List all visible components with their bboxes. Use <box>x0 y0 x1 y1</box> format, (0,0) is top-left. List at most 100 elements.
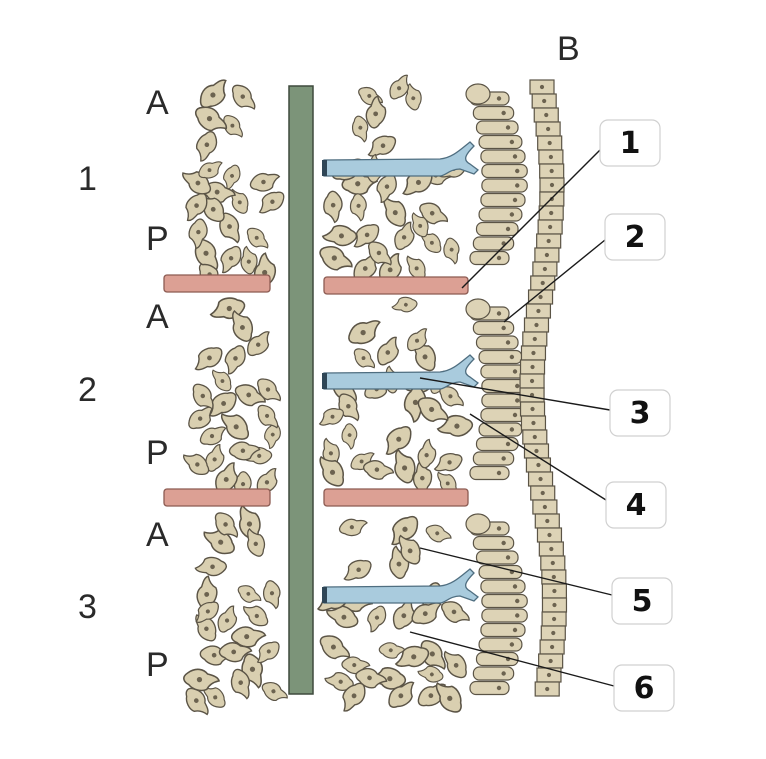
mesenchyme-cell <box>324 672 354 691</box>
epithelial-cell <box>537 135 563 151</box>
mesenchyme-cell <box>224 345 246 375</box>
epithelial-cell <box>519 359 546 375</box>
epithelial-cell <box>525 457 552 473</box>
mesenchyme-cell <box>367 135 397 157</box>
mesenchyme-cell <box>411 212 429 238</box>
mesenchyme-cell <box>220 245 242 274</box>
segment-number-3: 3 <box>78 588 97 626</box>
callout-badges: 1 2 3 4 5 6 <box>599 119 675 712</box>
leader-line-3 <box>419 377 611 411</box>
ganglion-cell <box>480 192 526 208</box>
mesenchyme-cell <box>228 441 261 461</box>
ganglion-cap <box>465 513 491 535</box>
mesenchyme-cell <box>398 534 421 565</box>
mesenchyme-cell <box>188 406 214 430</box>
posterior-label-2: P <box>146 434 169 472</box>
mesenchyme-cell <box>258 191 285 214</box>
ganglion-cell <box>481 608 528 623</box>
mesenchyme-cell <box>194 347 223 371</box>
ganglion-cell <box>469 680 510 696</box>
mesenchyme-cell <box>363 460 395 480</box>
mesenchyme-cell <box>264 423 281 450</box>
ganglion-cell <box>480 364 526 379</box>
ganglion-column-2 <box>465 298 528 481</box>
mesenchyme-cell <box>439 386 464 407</box>
ganglion-cell <box>480 622 526 638</box>
mesenchyme-cell <box>355 667 388 689</box>
mesenchyme-cell <box>323 190 343 224</box>
mesenchyme-cell <box>319 455 344 487</box>
mesenchyme-cell <box>338 393 360 422</box>
mesenchyme-cell <box>341 423 358 450</box>
epithelial-cell <box>519 401 546 417</box>
mesenchyme-cell <box>205 443 225 472</box>
mesenchyme-cell <box>376 173 397 204</box>
epithelial-cell <box>536 233 562 249</box>
artery-left-2 <box>163 488 271 507</box>
artery-left-1 <box>163 274 271 293</box>
mesenchyme-cell <box>322 437 340 466</box>
epithelial-cell <box>538 205 564 221</box>
epithelial-cell <box>541 583 567 599</box>
mesenchyme-cell <box>232 310 254 342</box>
mesenchyme-cell <box>243 605 269 627</box>
ganglion-cell <box>475 436 519 452</box>
mesenchyme-cell <box>240 245 258 275</box>
mesenchyme-cell <box>321 224 358 247</box>
mesenchyme-cell <box>343 559 372 581</box>
ganglion-column-1 <box>465 83 528 266</box>
segment-number-2: 2 <box>78 371 97 409</box>
mesenchyme-cell <box>419 202 449 225</box>
mesenchyme-cell <box>247 528 266 557</box>
mesenchyme-cell <box>326 605 359 629</box>
mesenchyme-cell <box>257 378 281 402</box>
callout-6-text: 6 <box>634 671 655 706</box>
mesenchyme-cell <box>202 686 226 708</box>
mesenchyme-cell <box>348 320 381 345</box>
ganglion-cell <box>475 550 519 565</box>
epithelial-cell <box>534 681 560 697</box>
callout-1-text: 1 <box>620 126 641 161</box>
mesenchyme-cell <box>394 221 415 251</box>
callout-2: 2 <box>604 213 666 261</box>
anterior-label-3: A <box>146 516 169 554</box>
mesenchyme-cell <box>217 605 238 633</box>
mesenchyme-cell <box>185 192 208 222</box>
mesenchyme-cell <box>417 665 444 683</box>
epithelial-cell <box>538 541 564 557</box>
mesenchyme-cell <box>199 426 227 446</box>
mesenchyme-cell <box>247 331 270 357</box>
mesenchyme-cell <box>383 196 407 227</box>
epithelial-cell <box>533 107 559 123</box>
ganglion-cell <box>469 465 510 481</box>
epithelial-cell <box>536 667 562 683</box>
epithelial-cell <box>527 289 554 305</box>
ganglion-cell <box>478 134 523 150</box>
epithelial-cell <box>522 331 548 347</box>
epithelial-cell <box>522 429 548 445</box>
ganglion-column-3 <box>465 513 528 696</box>
posterior-label-3: P <box>146 646 169 684</box>
ganglion-cell <box>472 666 515 681</box>
mesenchyme-cell <box>365 95 387 129</box>
mesenchyme-cell <box>195 601 219 623</box>
mesenchyme-cell <box>183 453 210 476</box>
epithelial-cell <box>539 639 565 655</box>
epithelial-cell <box>530 485 556 501</box>
ganglion-cell <box>480 149 526 164</box>
mesenchyme-cell <box>318 408 344 426</box>
mesenchyme-cell <box>367 605 387 633</box>
ganglion-columns <box>465 83 528 696</box>
spinal-nerve-1 <box>322 141 479 177</box>
mesenchyme-cell <box>388 681 415 708</box>
mesenchyme-cell <box>230 668 250 700</box>
ganglion-cap <box>465 83 491 105</box>
ganglion-cell <box>475 120 519 135</box>
epithelial-cell <box>531 93 557 109</box>
mesenchyme-cell <box>188 218 208 250</box>
mesenchyme-cell <box>392 598 416 630</box>
mesenchyme-cell <box>411 602 442 625</box>
mesenchyme-cell <box>319 246 353 271</box>
anterior-label-2: A <box>146 298 169 336</box>
mesenchyme-cell <box>214 512 239 539</box>
